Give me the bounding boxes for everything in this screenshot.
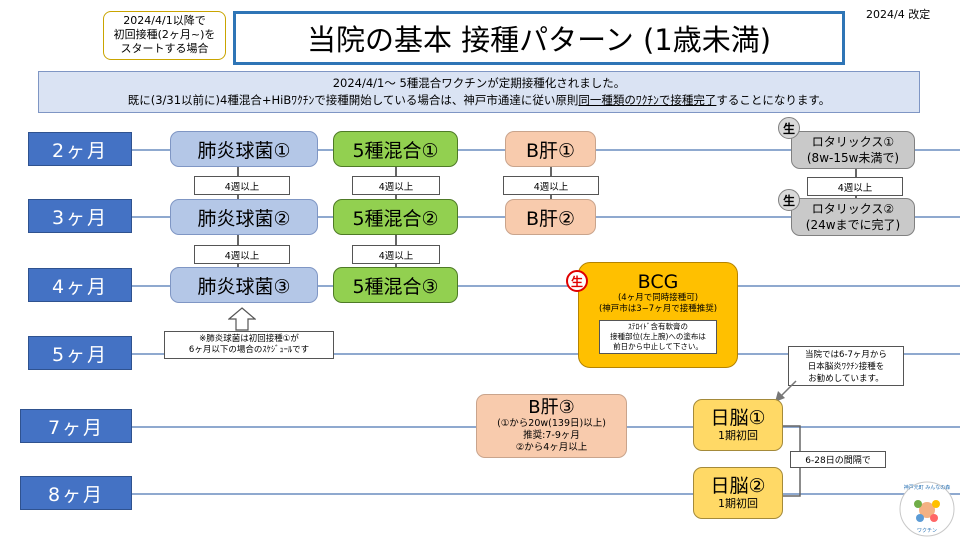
pcv-dose-2: 肺炎球菌② — [170, 199, 318, 235]
pcv-gap-1: 4週以上 — [194, 176, 290, 195]
notice-line-2: 既に(3/31以前に)4種混合+HiBﾜｸﾁﾝで接種開始している場合は、神戸市通… — [127, 93, 831, 107]
bcg-detail-2: (神戸市は3−7ヶ月で接種推奨) — [598, 304, 718, 314]
rota-dose-2-title: ロタリックス② — [811, 202, 895, 216]
revision-date: 2024/4 改定 — [866, 8, 931, 21]
month-label-8: 8ヶ月 — [20, 476, 132, 510]
je-dose-2-sub: 1期初回 — [718, 497, 758, 510]
bcg-ointment-note: ｽﾃﾛｲﾄﾞ含有軟膏の 接種部位(左上腕)への塗布は 前日から中止して下さい。 — [599, 320, 717, 354]
rota-dose-1: ロタリックス① (8w-15w未満で) — [791, 131, 915, 169]
je-interval-label: 6-28日の間隔で — [790, 451, 886, 468]
timeline-3m — [28, 216, 960, 218]
pcv-dose-3: 肺炎球菌③ — [170, 267, 318, 303]
notice-line-1: 2024/4/1～ 5種混合ワクチンが定期接種化されました。 — [332, 76, 626, 90]
rota-dose-2-detail: (24wまでに完了) — [805, 218, 901, 232]
clinic-logo-text-bottom: ワクチン — [916, 528, 937, 534]
hepb-dose-3: B肝③ (①から20w(139日)以上) 推奨:7-9ヶ月 ②から4ヶ月以上 — [476, 394, 627, 458]
start-condition-note: 2024/4/1以降で 初回接種(2ヶ月~)を スタートする場合 — [103, 11, 226, 60]
rota-live-badge-1: 生 — [778, 117, 800, 139]
hepb-dose-3-title: B肝③ — [528, 397, 575, 418]
bcg-live-badge: 生 — [566, 270, 588, 292]
je-dose-2: 日脳② 1期初回 — [693, 467, 783, 519]
hepb-dose-3-detail-3: ②から4ヶ月以上 — [515, 442, 588, 453]
hepb-dose-2: B肝② — [505, 199, 596, 235]
pcv-schedule-note: ※肺炎球菌は初回接種①が 6ヶ月以下の場合のｽｹｼﾞｭｰﾙです — [164, 331, 334, 359]
je-dose-1-sub: 1期初回 — [718, 429, 758, 442]
clinic-logo-text-top: 神戸元町 みんなの森 — [903, 485, 951, 491]
rota-gap-1: 4週以上 — [807, 177, 903, 196]
timeline-2m — [28, 149, 960, 151]
mix5-dose-1: 5種混合① — [333, 131, 458, 167]
pcv-gap-2: 4週以上 — [194, 245, 290, 264]
rota-dose-2: ロタリックス② (24wまでに完了) — [791, 198, 915, 236]
hepb-dose-3-detail-2: 推奨:7-9ヶ月 — [523, 430, 580, 441]
mix5-dose-3: 5種混合③ — [333, 267, 458, 303]
timeline-5m — [28, 353, 960, 355]
timeline-8m — [20, 493, 960, 495]
bcg-box: BCG (4ヶ月で同時接種可) (神戸市は3−7ヶ月で接種推奨) ｽﾃﾛｲﾄﾞ含… — [578, 262, 738, 368]
month-label-7: 7ヶ月 — [20, 409, 132, 443]
je-dose-2-title: 日脳② — [710, 475, 766, 497]
hepb-dose-1: B肝① — [505, 131, 596, 167]
month-label-3: 3ヶ月 — [28, 199, 132, 233]
notice-underlined: 同一種類のﾜｸﾁﾝで接種完了 — [578, 93, 717, 107]
notice-banner: 2024/4/1～ 5種混合ワクチンが定期接種化されました。 既に(3/31以前… — [38, 71, 920, 113]
clinic-logo-icon — [899, 481, 955, 537]
mix5-dose-2: 5種混合② — [333, 199, 458, 235]
page-title: 当院の基本 接種パターン (1歳未満) — [233, 11, 845, 65]
je-dose-1-title: 日脳① — [710, 407, 766, 429]
hepb-gap-1: 4週以上 — [503, 176, 599, 195]
je-dose-1: 日脳① 1期初回 — [693, 399, 783, 451]
rota-dose-1-title: ロタリックス① — [811, 135, 895, 149]
month-label-5: 5ヶ月 — [28, 336, 132, 370]
mix5-gap-2: 4週以上 — [352, 245, 440, 264]
bcg-title: BCG — [637, 271, 679, 293]
month-label-2: 2ヶ月 — [28, 132, 132, 166]
pcv-dose-1: 肺炎球菌① — [170, 131, 318, 167]
rota-dose-1-detail: (8w-15w未満で) — [806, 151, 900, 165]
month-label-4: 4ヶ月 — [28, 268, 132, 302]
je-recommendation-callout: 当院では6-7ヶ月から 日本脳炎ﾜｸﾁﾝ接種を お勧めしています。 — [788, 346, 904, 386]
hepb-dose-3-detail-1: (①から20w(139日)以上) — [497, 418, 606, 429]
rota-live-badge-2: 生 — [778, 189, 800, 211]
timeline-4m — [28, 285, 960, 287]
bcg-detail-1: (4ヶ月で同時接種可) — [617, 293, 699, 303]
up-arrow-icon — [228, 307, 256, 331]
mix5-gap-1: 4週以上 — [352, 176, 440, 195]
